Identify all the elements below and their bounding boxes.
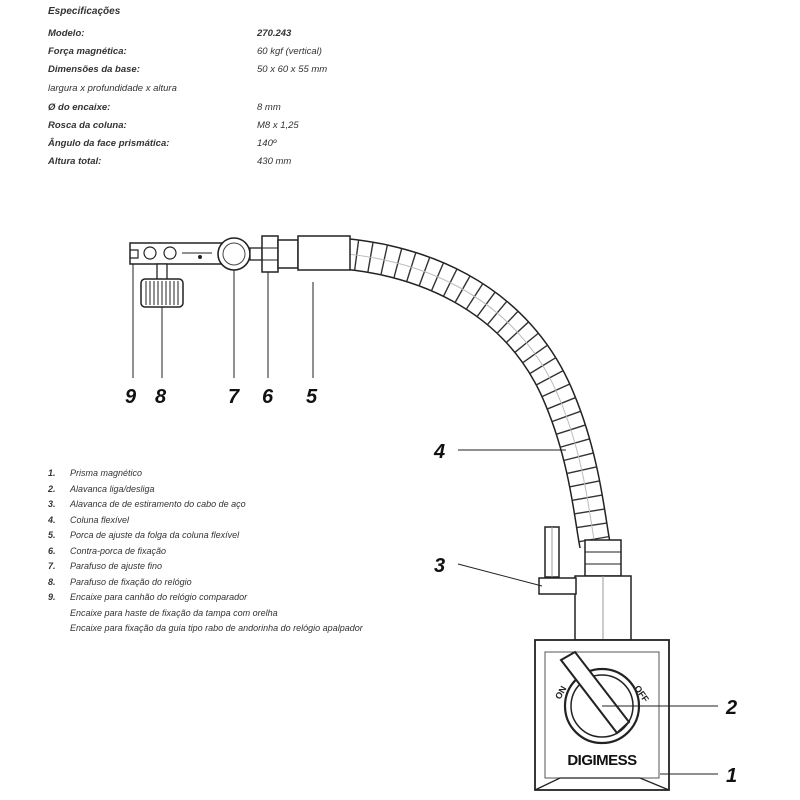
column-tip [297,235,351,271]
clamp-hole [143,246,157,260]
legend-item: 7. Parafuso de ajuste fino [48,561,468,577]
callout-6: 6 [262,386,274,408]
legend-text: Prisma magnético [70,468,143,478]
legend-item: 9. Encaixe para canhão do relógio compara… [48,592,468,608]
legend-number: 3. [48,499,56,509]
legend-item: 5. Porca de ajuste da folga da coluna fle… [48,530,468,546]
legend-item: 8. Parafuso de fixação do relógio [48,577,468,593]
legend-text: Parafuso de ajuste fino [70,561,163,571]
legend-number: 7. [48,561,56,571]
spec-row-column-thread: Rosca da coluna: M8 x 1,25 [48,120,448,134]
legend-number: 2. [48,483,56,494]
spec-row-prism-angle: Ângulo da face prismática: 140º [48,138,448,152]
spec-value: 270.243 [257,28,292,39]
spec-label: Ângulo da face prismática: [48,138,170,149]
lock-nut [261,235,279,273]
callout-3: 3 [434,555,445,577]
legend-text: Encaixe para haste de fixação da tampa c… [70,607,278,618]
column-collar [584,539,622,577]
legend-number: 6. [48,545,56,556]
legend-text: Coluna flexível [70,514,130,525]
clamp-pin [198,255,202,259]
spec-label: Modelo: [48,28,85,39]
spec-label: Rosca da coluna: [48,120,127,131]
callout-2: 2 [725,697,737,719]
switch-lever [559,650,631,735]
legend-number: 9. [48,592,56,602]
legend-text: Encaixe para canhão do relógio comparado… [70,592,248,602]
legend-number: 4. [48,514,56,525]
spec-row-fitting-diameter: Ø do encaixe: 8 mm [48,102,448,116]
legend-item: 3. Alavanca de de estiramento do cabo de … [48,499,468,515]
flexible-column-centerline [299,251,596,546]
legend-number: 8. [48,576,56,587]
legend-item: Encaixe para haste de fixação da tampa c… [48,608,468,624]
clamp-hole [163,246,177,260]
callout-5: 5 [306,386,318,408]
clamp-slot [130,249,139,259]
spec-value: 60 kgf (vertical) [257,46,322,57]
legend-item: 4. Coluna flexível [48,515,468,531]
legend-text: Alavanca de de estiramento do cabo de aç… [70,499,246,509]
legend-text: Contra-porca de fixação [70,545,167,556]
spec-label: Altura total: [48,156,102,167]
legend-text: Parafuso de fixação do relógio [70,576,192,587]
parts-legend: 1. Prisma magnético 2. Alavanca liga/desli… [48,468,468,639]
spec-row-total-height: Altura total: 430 mm [48,156,448,170]
spec-value: M8 x 1,25 [257,120,299,131]
legend-item: 1. Prisma magnético [48,468,468,484]
spec-row-dimension-note: largura x profundidade x altura [48,83,448,97]
legend-item: Encaixe para fixação da guia tipo rabo d… [48,623,468,639]
fine-adjust-screw-inner [222,242,246,266]
legend-item: 6. Contra-porca de fixação [48,546,468,562]
leader-line-3 [457,563,543,587]
spec-label: largura x profundidade x altura [48,83,177,94]
specs-title: Especificações [48,6,121,17]
spec-label: Dimensões da base: [48,64,140,75]
legend-text: Alavanca liga/desliga [70,483,155,494]
legend-number: 5. [48,530,56,540]
slack-nut [277,239,299,269]
legend-text: Porca de ajuste da folga da coluna flexí… [70,530,240,540]
tension-lever-bar [538,577,577,595]
spec-label: Força magnética: [48,46,127,57]
spec-value: 140º [257,138,277,149]
callout-1: 1 [726,765,737,787]
spec-label: Ø do encaixe: [48,102,111,113]
flexible-column-fill [299,237,610,548]
knob-knurl [145,281,179,305]
legend-number: 1. [48,468,56,478]
spec-row-model: Modelo: 270.243 [48,28,448,42]
spec-value: 8 mm [257,102,281,113]
brand-logo: DIGIMESS [567,752,637,769]
prism-notch [534,777,670,791]
legend-item: 2. Alavanca liga/desliga [48,484,468,500]
spec-value: 430 mm [257,156,292,167]
spec-value: 50 x 60 x 55 mm [257,64,328,75]
spec-row-magnetic-force: Força magnética: 60 kgf (vertical) [48,46,448,60]
callout-4: 4 [433,441,445,463]
spec-row-base-dimensions: Dimensões da base: 50 x 60 x 55 mm [48,64,448,78]
legend-text: Encaixe para fixação da guia tipo rabo d… [70,623,363,633]
callout-8: 8 [155,386,167,408]
callout-7: 7 [228,386,240,408]
dial-screw-neck [156,263,168,281]
callout-9: 9 [125,386,137,408]
adjust-stem [249,247,263,261]
